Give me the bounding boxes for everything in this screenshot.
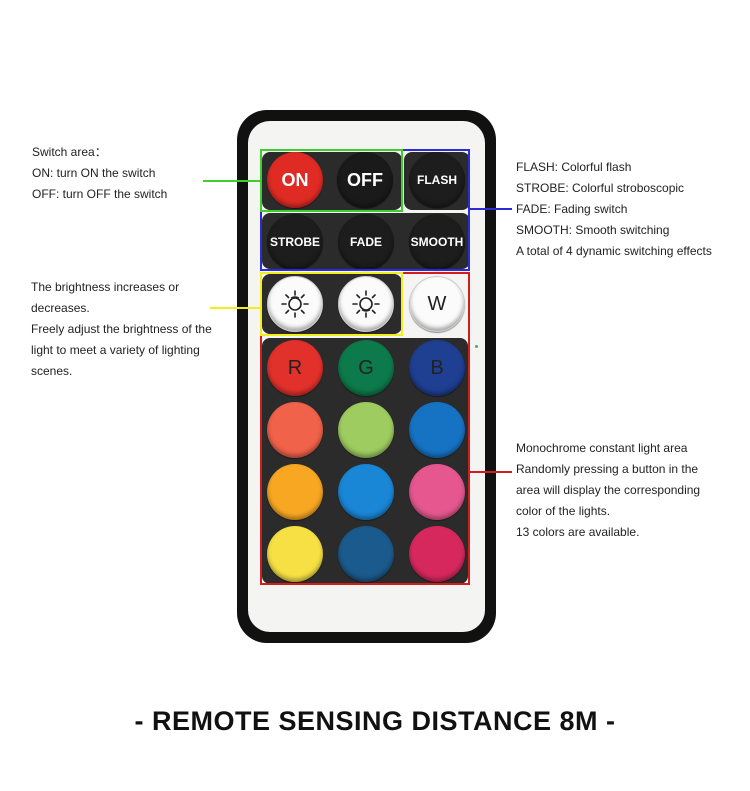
on-button[interactable]: ON (267, 152, 323, 208)
brightness-up-icon (352, 290, 380, 318)
white-button[interactable]: W (409, 276, 465, 332)
footer-title: - REMOTE SENSING DISTANCE 8M - (134, 706, 616, 736)
brightness-note-line: decreases. (31, 301, 90, 315)
dynamic-note-line: FLASH: Colorful flash (516, 160, 632, 174)
dynamic-note-line: FADE: Fading switch (516, 202, 628, 216)
flash-button-label: FLASH (417, 173, 457, 187)
brightness-note-line: The brightness increases or (31, 280, 180, 294)
brightness-note: The brightness increases or decreases. F… (31, 277, 212, 382)
dynamic-leader-line (470, 208, 512, 210)
strobe-button-label: STROBE (269, 235, 320, 249)
blue-button[interactable]: B (409, 340, 465, 396)
switch-area-note: Switch area： ON: turn ON the switch OFF:… (32, 142, 167, 205)
red-button-label: R (287, 356, 303, 379)
switch-note-line: OFF: turn OFF the switch (32, 187, 168, 201)
brightness-note-line: Freely adjust the brightness of the (31, 322, 212, 336)
green-button[interactable]: G (338, 340, 394, 396)
dynamic-note-line: A total of 4 dynamic switching effects (516, 244, 712, 258)
flash-button[interactable]: FLASH (409, 152, 465, 208)
color-button-pink[interactable] (409, 464, 465, 520)
switch-note-line: Switch area： (32, 145, 107, 159)
dynamic-note-line: SMOOTH: Smooth switching (516, 223, 670, 237)
color-button-sky-blue[interactable] (338, 464, 394, 520)
strobe-button[interactable]: STROBE (267, 214, 323, 270)
green-button-label: G (358, 356, 374, 379)
color-button-orange[interactable] (267, 464, 323, 520)
brightness-leader-line (210, 307, 261, 309)
color-button-orange-red[interactable] (267, 402, 323, 458)
dynamic-effects-note: FLASH: Colorful flash STROBE: Colorful s… (516, 157, 712, 262)
brightness-down-icon (281, 290, 309, 318)
color-button-yellow[interactable] (267, 526, 323, 582)
blue-button-label: B (430, 356, 444, 379)
brightness-down-button[interactable] (267, 276, 323, 332)
monochrome-note-line: area will display the corresponding (516, 483, 701, 497)
monochrome-leader-line (470, 471, 512, 473)
monochrome-note-line: color of the lights. (516, 504, 611, 518)
monochrome-note: Monochrome constant light area Randomly … (516, 438, 700, 543)
color-button-magenta[interactable] (409, 526, 465, 582)
switch-note-line: ON: turn ON the switch (32, 166, 156, 180)
brightness-note-line: scenes. (31, 364, 73, 378)
monochrome-note-line: Randomly pressing a button in the (516, 462, 699, 476)
indicator-led (475, 345, 478, 348)
on-button-label: ON (281, 169, 309, 190)
white-button-label: W (427, 292, 447, 315)
brightness-up-button[interactable] (338, 276, 394, 332)
switch-leader-line (203, 180, 261, 182)
smooth-button-label: SMOOTH (410, 235, 464, 249)
off-button-label: OFF (347, 169, 383, 190)
dynamic-note-line: STROBE: Colorful stroboscopic (516, 181, 685, 195)
color-button-azure[interactable] (409, 402, 465, 458)
fade-button[interactable]: FADE (338, 214, 394, 270)
red-button[interactable]: R (267, 340, 323, 396)
monochrome-note-line: Monochrome constant light area (516, 441, 688, 455)
off-button[interactable]: OFF (337, 152, 393, 208)
color-button-lime[interactable] (338, 402, 394, 458)
smooth-button[interactable]: SMOOTH (409, 214, 465, 270)
color-button-dark-blue[interactable] (338, 526, 394, 582)
fade-button-label: FADE (349, 235, 382, 249)
monochrome-note-line: 13 colors are available. (516, 525, 640, 539)
brightness-note-line: light to meet a variety of lighting (31, 343, 200, 357)
